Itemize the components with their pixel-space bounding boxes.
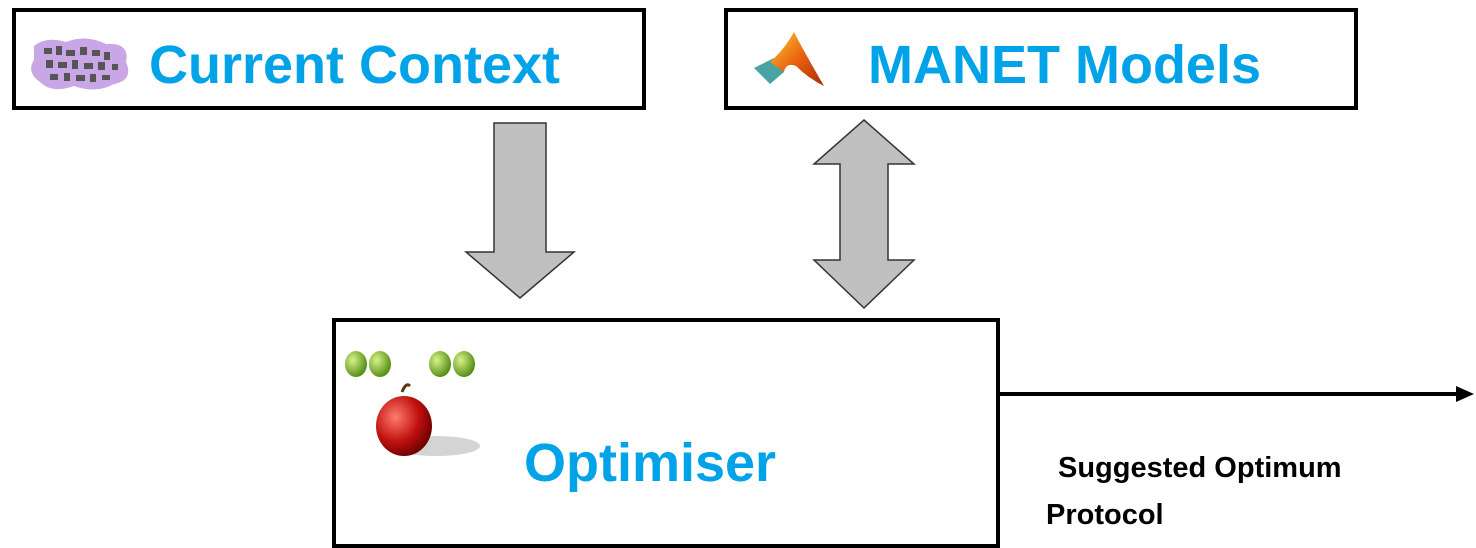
matlab-membrane-icon: [750, 28, 830, 99]
optimiser-box: Optimiser: [332, 318, 1000, 548]
optimiser-title: Optimiser: [524, 433, 777, 493]
down-arrow: [463, 122, 577, 299]
bidirectional-arrow: [812, 119, 916, 310]
output-label-line2: Protocol: [1046, 499, 1164, 531]
manet-models-box: MANET Models: [724, 8, 1358, 110]
output-arrow-head: [1456, 386, 1474, 402]
manet-models-title: MANET Models: [868, 35, 1262, 95]
apples-icon: [344, 342, 484, 487]
current-context-box: Current Context: [12, 8, 646, 110]
output-label-line1: Suggested Optimum: [1058, 452, 1342, 484]
current-context-title: Current Context: [149, 35, 561, 95]
arrows-layer: [463, 119, 1474, 402]
puzzle-cluster-icon: [26, 36, 136, 99]
